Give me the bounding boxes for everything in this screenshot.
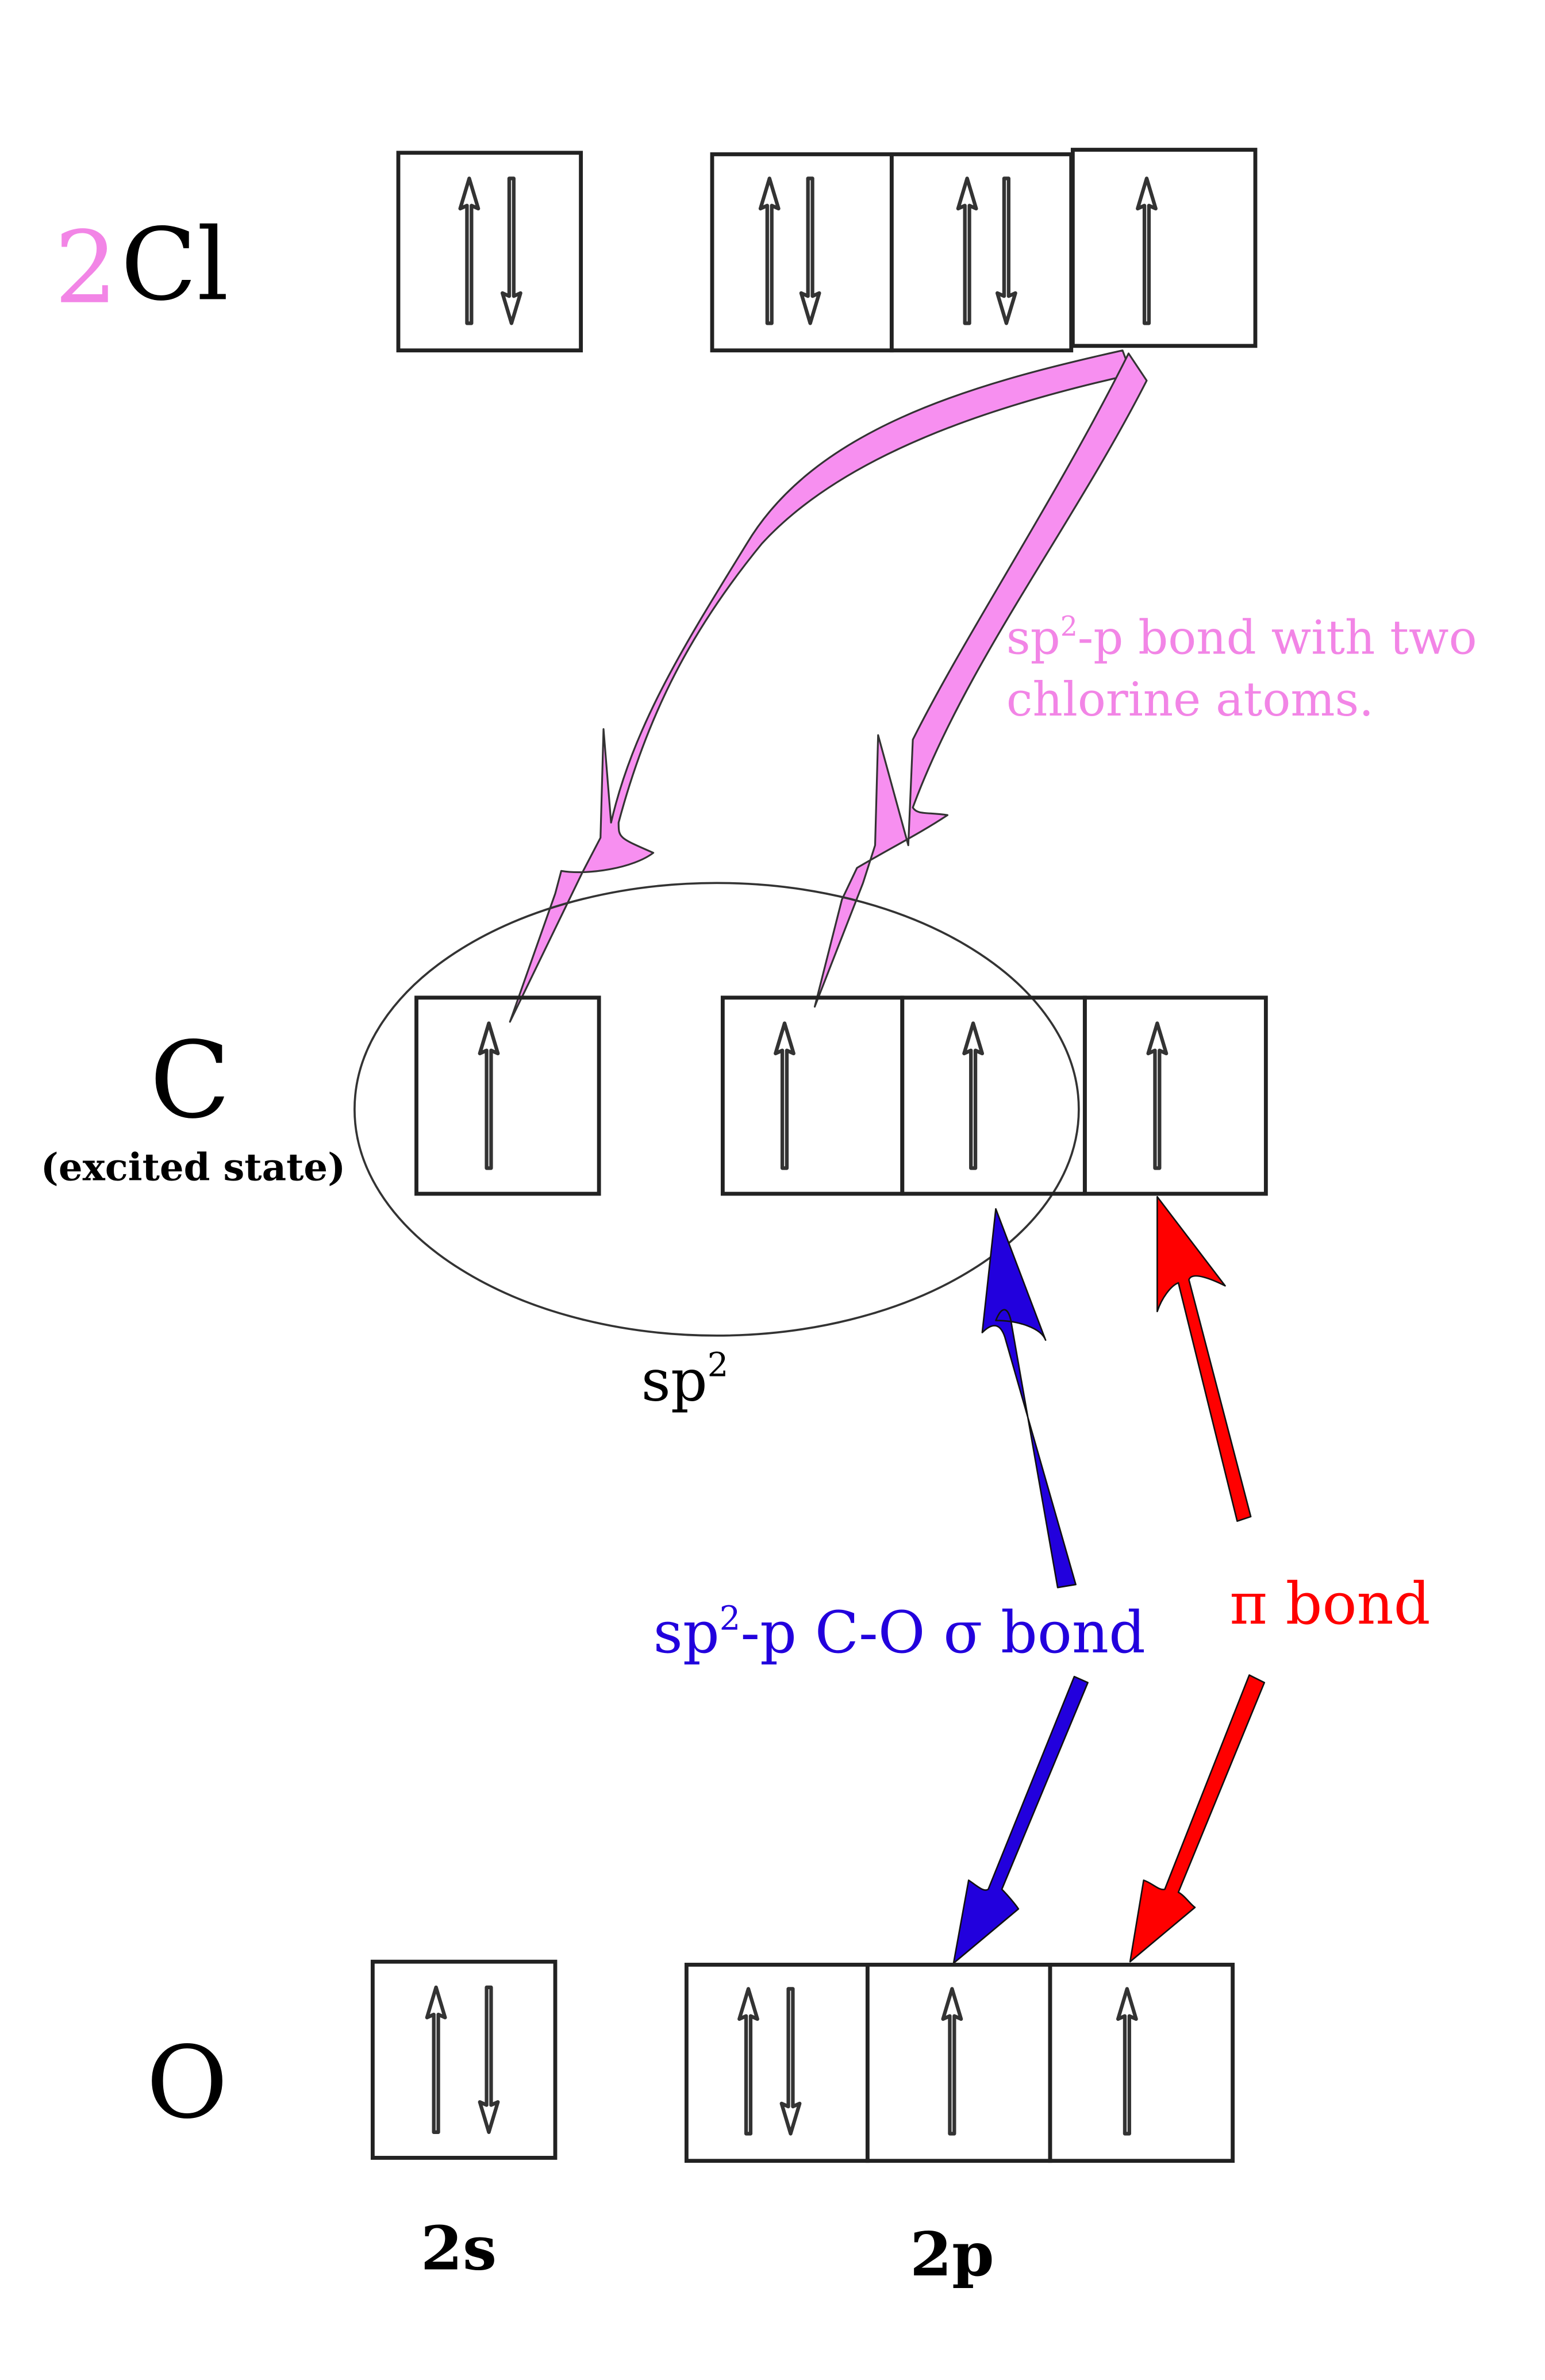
sigma-bond-arrows (952, 1208, 1089, 1964)
sp2-label: sp2 (641, 1345, 729, 1414)
cl-2p-orbitals (710, 148, 1258, 353)
spin-up-arrow (480, 1023, 498, 1168)
orbital-box (720, 995, 905, 1196)
sigma-arrow-to-c (981, 1208, 1077, 1589)
orbital-box (684, 1963, 870, 2163)
orbital-box (414, 995, 601, 1196)
cl-bond-text-rest: -p bond with two (1078, 610, 1477, 665)
orbital-2p-label: 2p (910, 2218, 994, 2290)
orbital-box (865, 1963, 1052, 2163)
cl-label: 2 Cl (55, 206, 229, 325)
sp2-hybrid-ellipse (353, 882, 1080, 1337)
orbital-box (1070, 148, 1258, 348)
c-sp2-orbitals (414, 995, 1268, 1196)
cl-bond-annotation: sp2-p bond with two (1006, 610, 1477, 665)
cl-coefficient: 2 (55, 210, 118, 326)
pi-arrow-to-o (1129, 1674, 1266, 1963)
sigma-arrow-to-o (952, 1675, 1089, 1964)
pi-arrow-to-c (1156, 1196, 1252, 1522)
orbital-box (1082, 995, 1268, 1196)
c-state-label: (excited state) (41, 1145, 345, 1189)
sp2-label-prefix: sp (641, 1347, 708, 1414)
cl-2s-orbital (396, 151, 583, 353)
cl-bond-arrow-right (813, 352, 1148, 1008)
cl-symbol: Cl (121, 206, 229, 322)
sigma-label-prefix: sp (654, 1599, 720, 1666)
orbital-box (1048, 1963, 1235, 2163)
cl-bond-arrows (509, 349, 1148, 1023)
sigma-bond-label: sp2-p C-O σ bond (654, 1599, 1146, 1666)
o-2p-orbitals (684, 1963, 1235, 2163)
pi-bond-label: π bond (1229, 1570, 1430, 1637)
cl-bond-text-prefix: sp (1006, 610, 1060, 665)
pi-bond-arrows (1129, 1196, 1266, 1963)
orbital-2s-label: 2s (421, 2213, 497, 2284)
orbital-box (900, 995, 1087, 1196)
cl-bond-annotation-line2: chlorine atoms. (1006, 672, 1374, 727)
cl-bond-text-sup: 2 (1060, 611, 1078, 643)
orbital-box (710, 152, 894, 353)
sigma-label-rest: -p C-O σ bond (740, 1599, 1146, 1666)
o-symbol: O (146, 2025, 228, 2141)
sp2-label-sup: 2 (708, 1345, 729, 1385)
orbital-box (889, 152, 1074, 353)
c-symbol: C (149, 1019, 230, 1142)
spin-up-arrow (775, 1023, 794, 1168)
o-2s-orbital (370, 1959, 558, 2160)
cl-bond-arrow-left (509, 349, 1133, 1023)
spin-up-arrow (1148, 1023, 1167, 1168)
sigma-label-sup: 2 (720, 1599, 741, 1638)
orbital-box (370, 1959, 558, 2160)
orbital-box (396, 151, 583, 353)
spin-up-arrow (964, 1023, 982, 1168)
